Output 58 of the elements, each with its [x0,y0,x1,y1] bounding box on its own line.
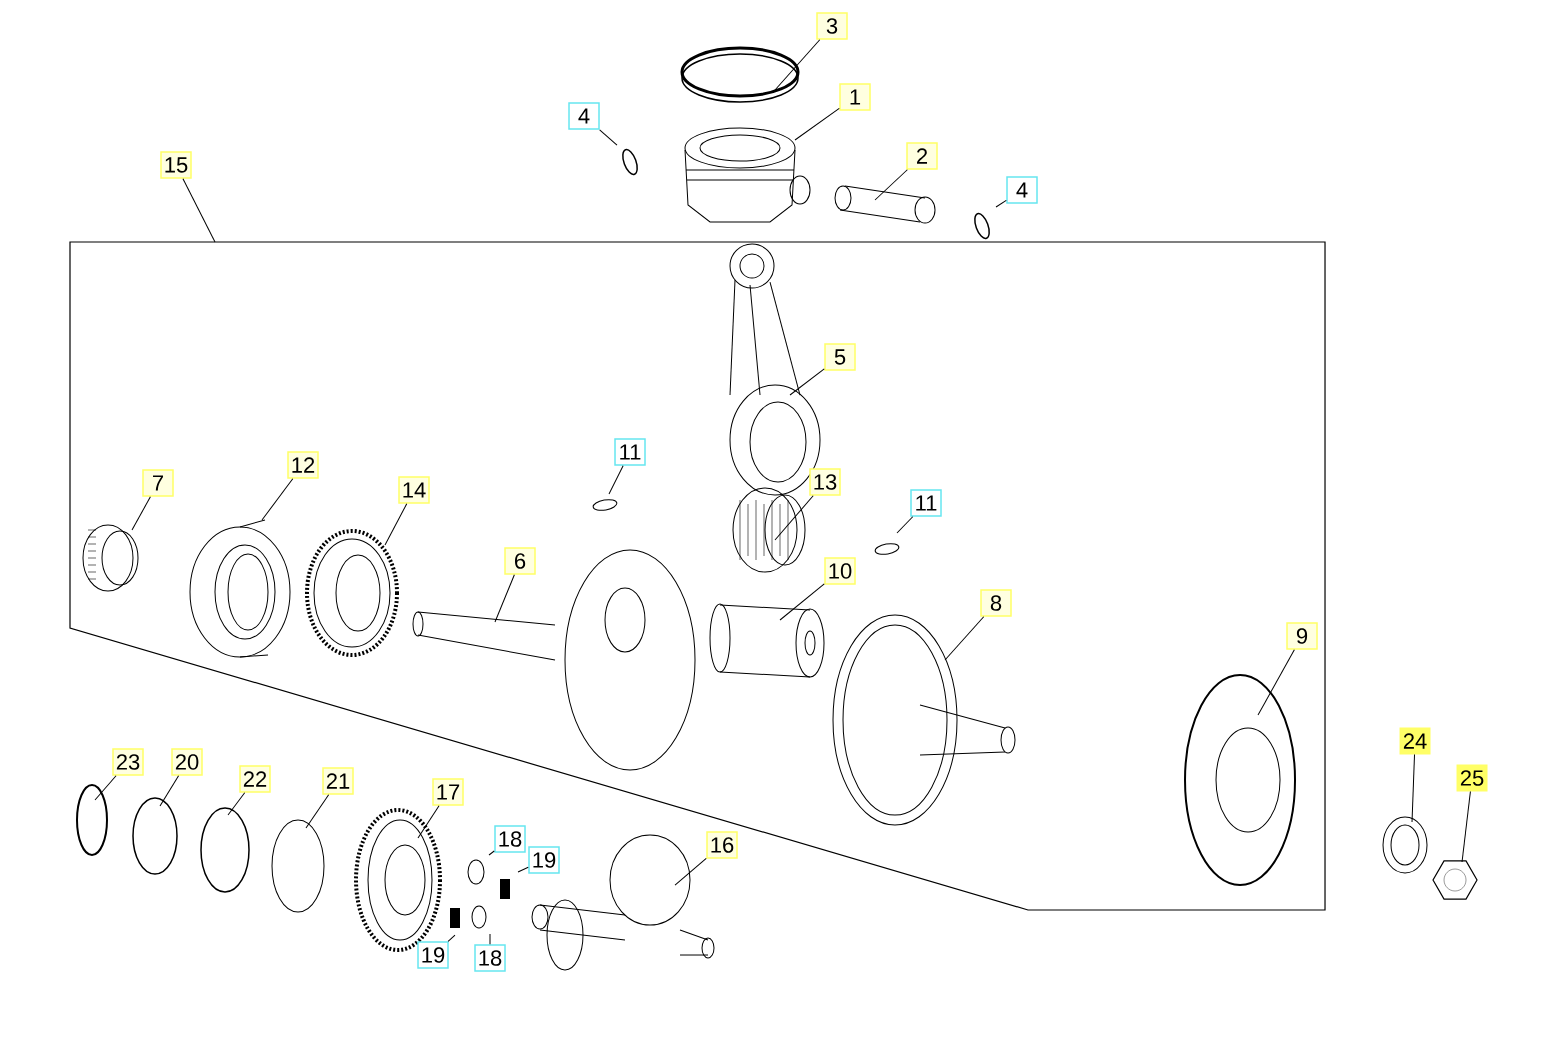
leader-line [608,465,624,495]
leader-line [794,107,840,141]
callout-number: 12 [287,451,319,479]
callout-number: 8 [980,589,1012,617]
callout-number: 15 [160,151,192,179]
leader-line [494,574,515,623]
callout-number: 19 [528,846,560,874]
callout-number: 23 [112,748,144,776]
leader-line [159,775,180,807]
leader-line [417,805,440,839]
leader-line [131,496,151,531]
callout-number: 14 [398,476,430,504]
leader-line [489,933,491,945]
callout-number: 7 [142,469,174,497]
callout-number: 16 [706,831,738,859]
leader-line [227,792,246,816]
callout-number: 4 [1006,176,1038,204]
callout-number: 9 [1286,622,1318,650]
callout-number: 21 [322,767,354,795]
callout-number: 25 [1456,764,1488,792]
leader-line [488,850,495,856]
callout-number: 19 [417,941,449,969]
leader-line [384,503,408,546]
callout-number: 20 [171,748,203,776]
leader-line [261,478,294,521]
callout-number: 18 [494,825,526,853]
callout-number: 1 [839,83,871,111]
callout-number: 2 [906,142,938,170]
callout-number: 17 [432,778,464,806]
leader-line [995,199,1007,208]
leader-line [774,39,821,91]
callout-number: 5 [824,343,856,371]
leader-line [1411,754,1415,823]
leader-line [94,775,117,801]
leader-line [599,129,618,146]
callout-number: 24 [1399,727,1431,755]
callout-number: 3 [816,12,848,40]
callout-number: 11 [614,438,646,466]
callout-number: 22 [239,765,271,793]
callout-number: 6 [504,547,536,575]
leader-line [896,516,914,534]
leader-line [182,178,216,243]
leader-line [447,934,456,942]
callout-number: 4 [568,102,600,130]
leader-line [674,857,707,886]
leader-line [1257,649,1295,716]
callout-number: 13 [809,468,841,496]
leader-line [305,794,330,829]
callout-number: 10 [824,557,856,585]
leader-line [944,616,985,661]
callout-number: 18 [474,944,506,972]
leader-line [874,169,908,201]
leader-line [779,583,825,621]
leader-line [789,368,825,396]
leader-line [517,866,529,873]
leader-line [1461,791,1471,863]
leader-line [774,495,814,541]
callout-number: 11 [910,489,942,517]
